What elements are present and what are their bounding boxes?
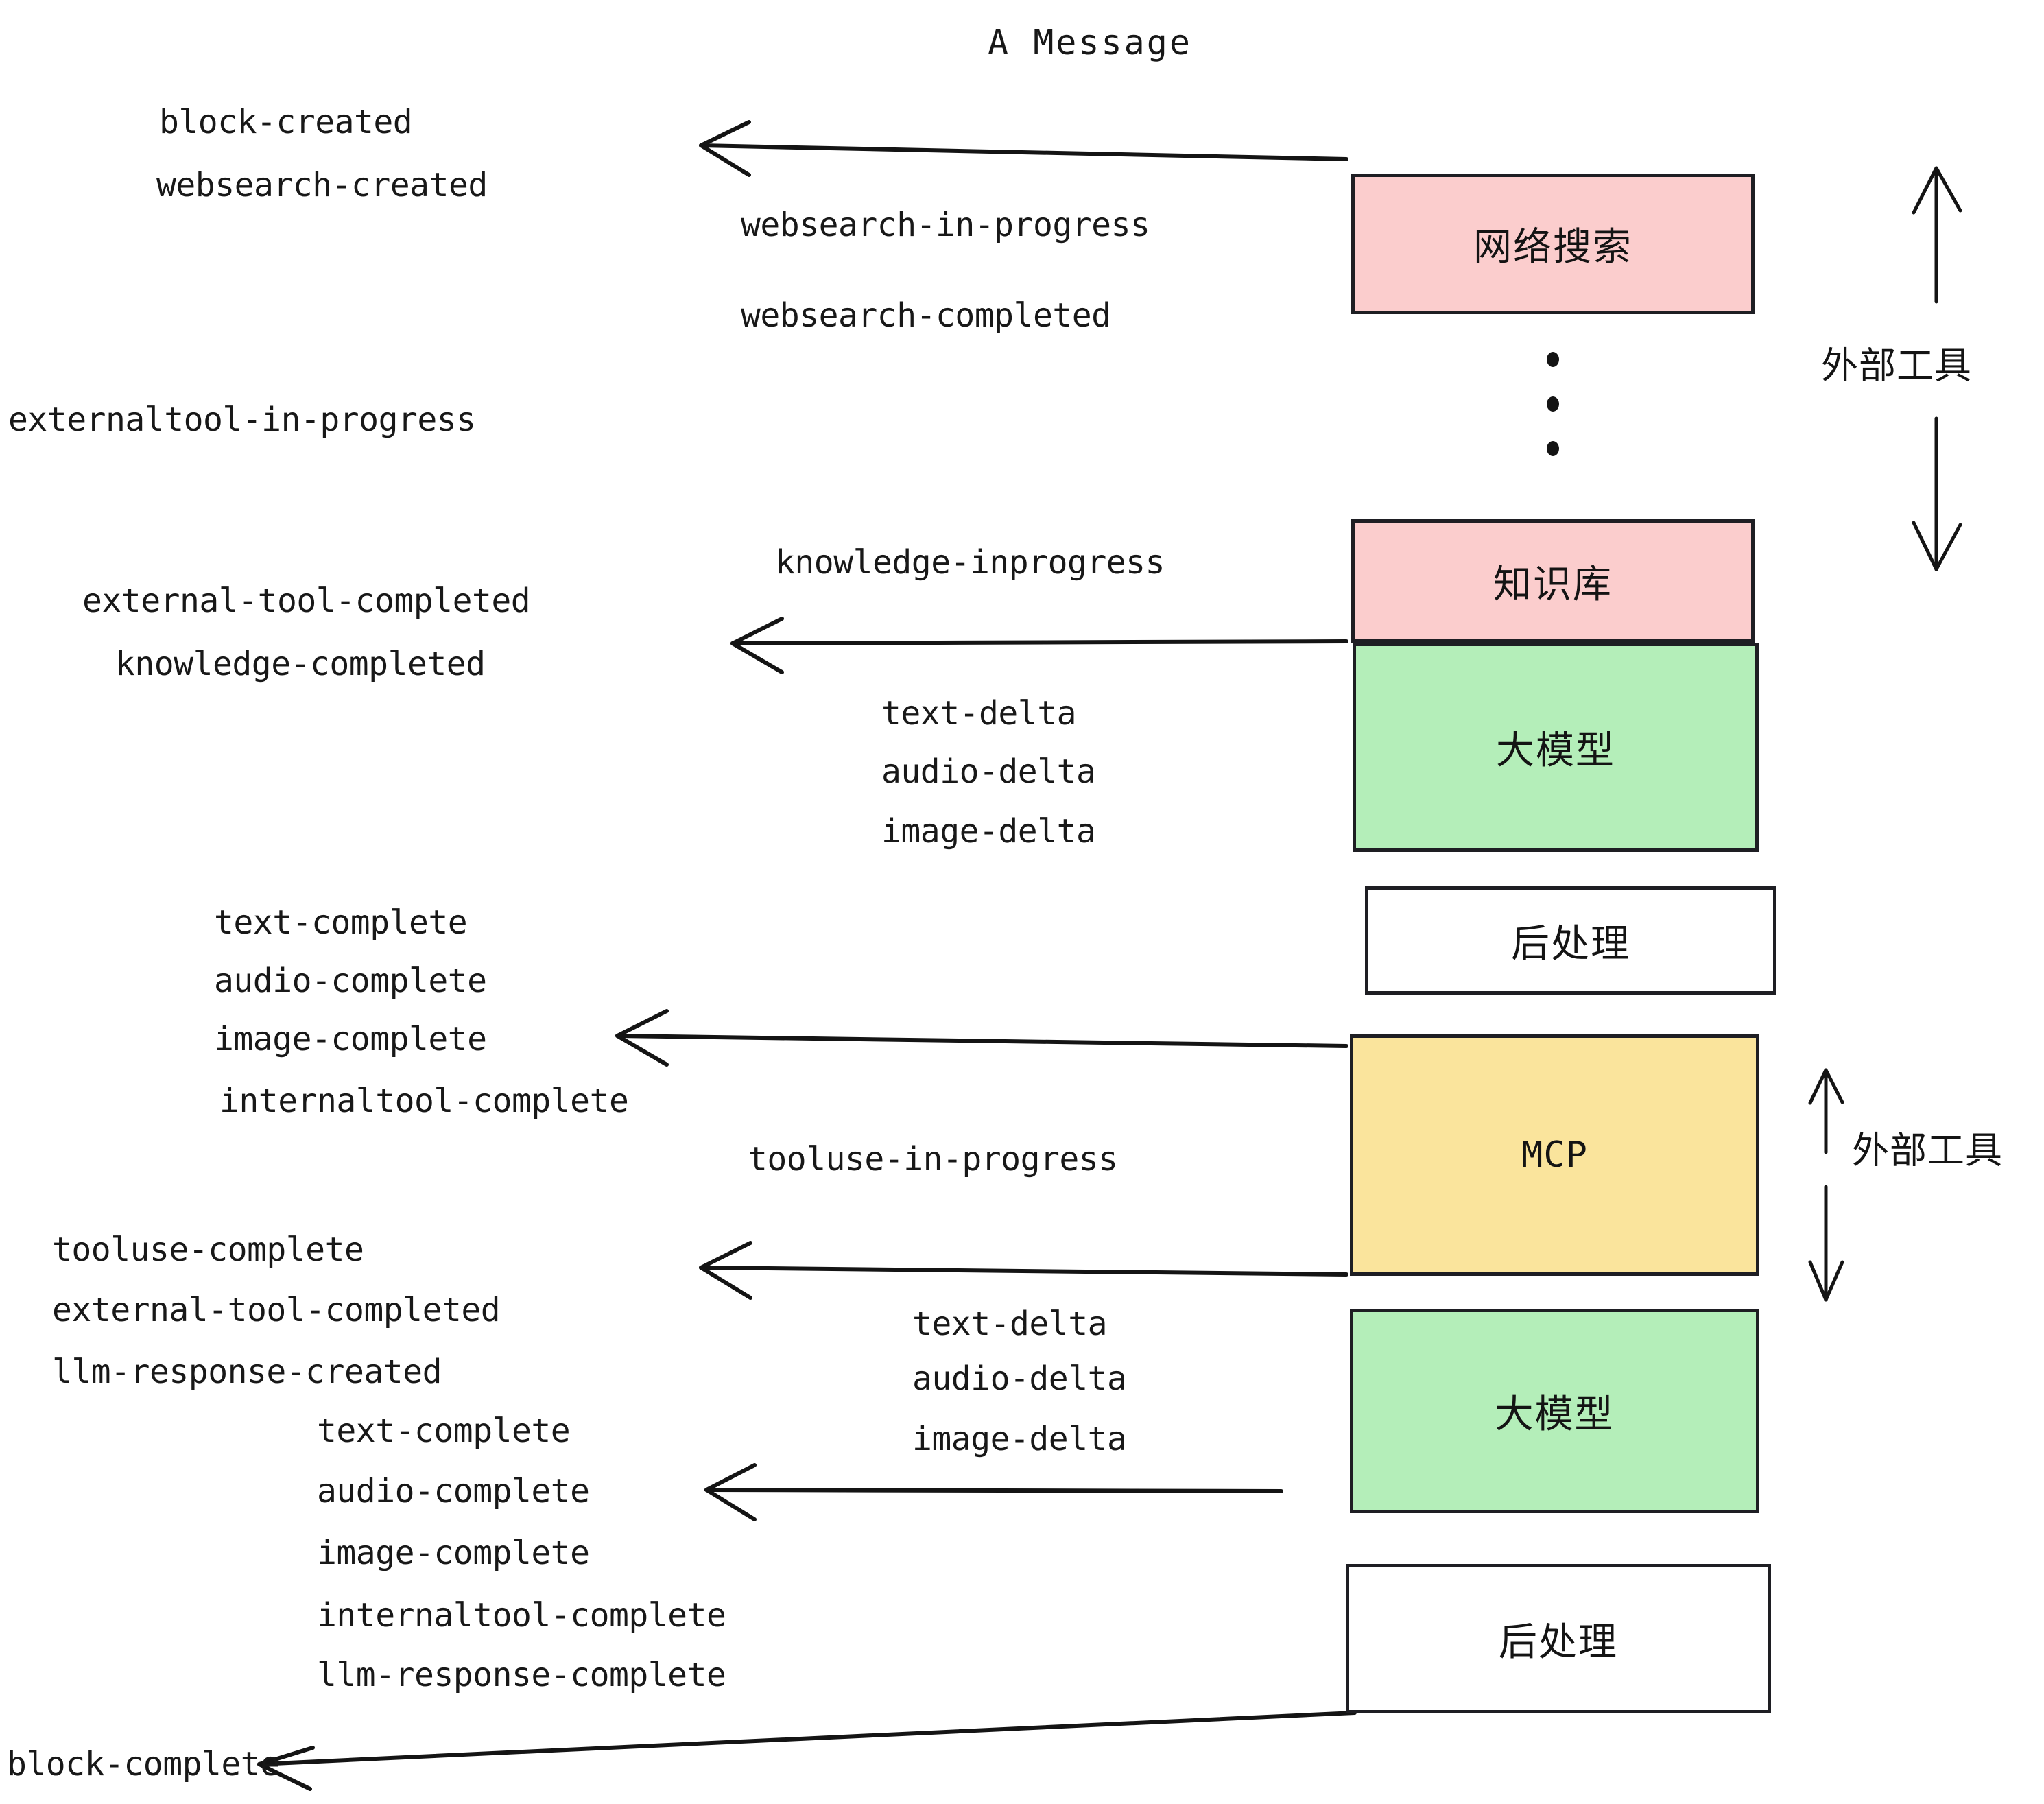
event-image-delta-1: image-delta — [881, 812, 1096, 851]
arrow-mcp-to-tooluse-complete — [699, 1241, 1348, 1300]
event-knowledge-inprogress: knowledge-inprogress — [775, 543, 1165, 582]
node-postprocess-2-label: 后处理 — [1499, 1619, 1618, 1665]
node-llm-top[interactable]: 大模型 — [1353, 643, 1759, 852]
event-knowledge-completed: knowledge-completed — [115, 645, 486, 683]
node-llm-bottom-label: 大模型 — [1495, 1392, 1615, 1437]
arrow-websearch-to-created — [699, 120, 1348, 177]
event-tooluse-in-progress: tooluse-in-progress — [748, 1140, 1118, 1178]
event-image-complete-2: image-complete — [317, 1534, 590, 1572]
event-external-tool-completed-2: external-tool-completed — [52, 1291, 501, 1329]
event-externaltool-in-progress: externaltool-in-progress — [8, 401, 476, 439]
arrow-postprocess2-to-block-complete — [257, 1711, 1357, 1791]
node-postprocess-2[interactable]: 后处理 — [1346, 1564, 1771, 1713]
event-websearch-created: websearch-created — [156, 166, 488, 204]
event-external-tool-completed-1: external-tool-completed — [82, 582, 531, 620]
event-tooluse-complete: tooluse-complete — [52, 1231, 364, 1269]
event-internaltool-complete-2: internaltool-complete — [317, 1596, 726, 1635]
ellipsis-dot-1 — [1547, 352, 1559, 367]
event-image-complete-1: image-complete — [214, 1020, 487, 1058]
event-llm-response-complete: llm-response-complete — [317, 1656, 726, 1694]
event-text-delta-1: text-delta — [881, 694, 1076, 733]
node-websearch-label: 网络搜索 — [1473, 225, 1632, 270]
ellipsis-dot-3 — [1547, 441, 1559, 456]
node-llm-top-label: 大模型 — [1496, 728, 1615, 773]
external-tools-label-bottom: 外部工具 — [1852, 1128, 2003, 1172]
arrow-llm-bottom-to-audio-complete — [704, 1463, 1283, 1521]
event-audio-delta-2: audio-delta — [912, 1360, 1127, 1398]
node-mcp[interactable]: MCP — [1350, 1034, 1759, 1276]
event-websearch-in-progress: websearch-in-progress — [741, 206, 1150, 244]
event-audio-delta-1: audio-delta — [881, 752, 1096, 791]
event-text-complete-2: text-complete — [317, 1412, 571, 1450]
node-llm-bottom[interactable]: 大模型 — [1350, 1309, 1759, 1513]
event-audio-complete-1: audio-complete — [214, 962, 487, 1000]
node-knowledge[interactable]: 知识库 — [1351, 519, 1755, 643]
event-websearch-completed: websearch-completed — [741, 296, 1111, 335]
event-image-delta-2: image-delta — [912, 1420, 1127, 1458]
node-websearch[interactable]: 网络搜索 — [1351, 174, 1755, 314]
node-postprocess-1[interactable]: 后处理 — [1365, 886, 1776, 995]
arrow-postprocess1-to-image-complete — [615, 1009, 1348, 1067]
event-audio-complete-2: audio-complete — [317, 1472, 590, 1510]
arrow-knowledge-to-completed — [730, 617, 1348, 674]
node-mcp-label: MCP — [1521, 1135, 1588, 1176]
event-text-complete-1: text-complete — [214, 903, 468, 942]
event-block-complete: block-complete — [7, 1745, 280, 1783]
diagram-title: A Message — [988, 23, 1192, 62]
event-llm-response-created: llm-response-created — [52, 1353, 442, 1391]
event-internaltool-complete-1: internaltool-complete — [219, 1082, 629, 1120]
event-block-created: block-created — [159, 103, 413, 141]
node-knowledge-label: 知识库 — [1493, 562, 1613, 607]
ellipsis-dot-2 — [1547, 396, 1559, 412]
node-postprocess-1-label: 后处理 — [1511, 921, 1630, 966]
event-text-delta-2: text-delta — [912, 1305, 1107, 1343]
external-tools-label-top: 外部工具 — [1821, 344, 1972, 388]
external-tools-bracket-bottom — [1808, 1068, 1844, 1302]
